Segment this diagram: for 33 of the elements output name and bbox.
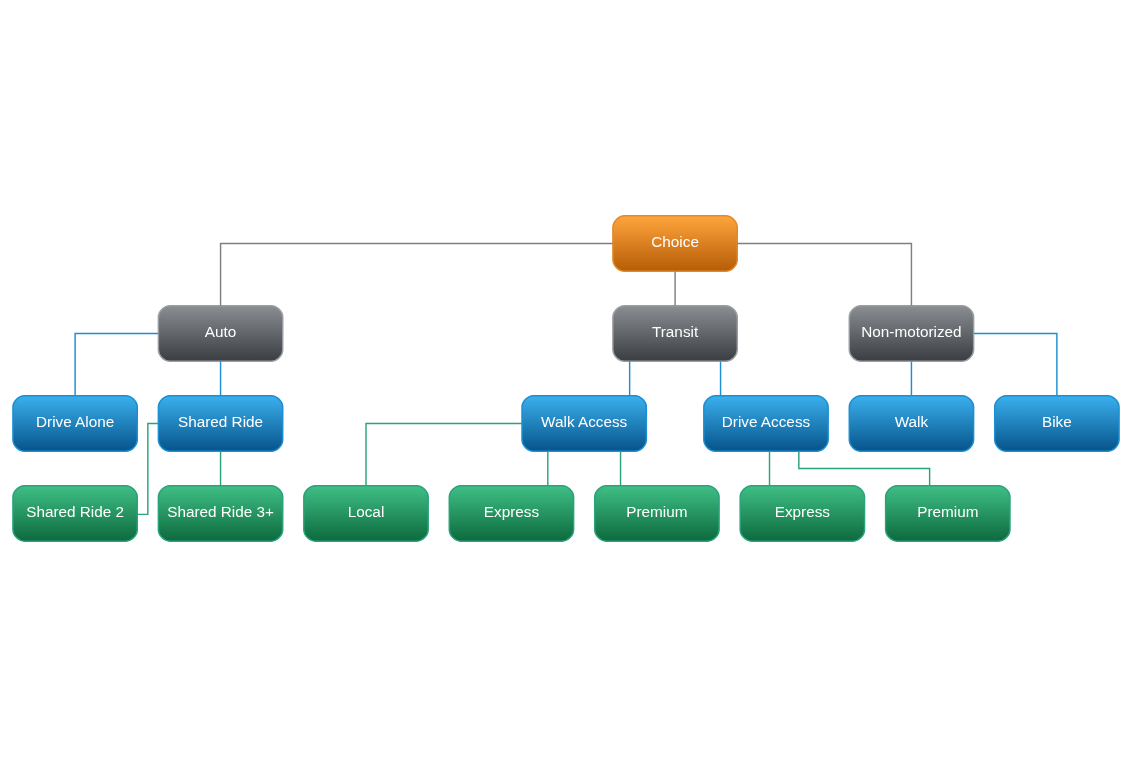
node-box: Express: [448, 484, 575, 542]
node-box: Premium: [884, 484, 1011, 542]
node-box: Bike: [993, 395, 1120, 452]
node-box: Non-motorized: [848, 305, 975, 362]
connector: [719, 360, 722, 397]
node-box: Local: [303, 484, 429, 542]
connector: [365, 422, 523, 487]
connector: [768, 450, 771, 487]
connector: [973, 332, 1058, 397]
node-box: Express: [739, 484, 866, 542]
node-box: Choice: [612, 215, 738, 273]
node-box: Shared Ride 2: [12, 484, 139, 542]
connector: [74, 332, 159, 397]
node-box: Transit: [612, 305, 738, 362]
node-box: Shared Ride 3+: [157, 484, 284, 542]
connector: [910, 360, 913, 397]
connector: [219, 360, 222, 397]
node-box: Walk: [848, 395, 975, 452]
connector: [219, 450, 222, 487]
node-box: Drive Access: [703, 395, 829, 452]
connector: [736, 242, 913, 307]
connector: [136, 422, 159, 516]
node-box: Walk Access: [521, 395, 648, 452]
node-box: Drive Alone: [12, 395, 139, 452]
connector: [674, 270, 676, 307]
connector: [219, 242, 614, 307]
node-box: Auto: [157, 305, 284, 362]
connector: [798, 450, 931, 487]
node-box: Premium: [594, 484, 720, 542]
connector: [619, 450, 622, 487]
node-box: Shared Ride: [157, 395, 284, 452]
connector: [547, 450, 549, 487]
connector: [628, 360, 631, 397]
